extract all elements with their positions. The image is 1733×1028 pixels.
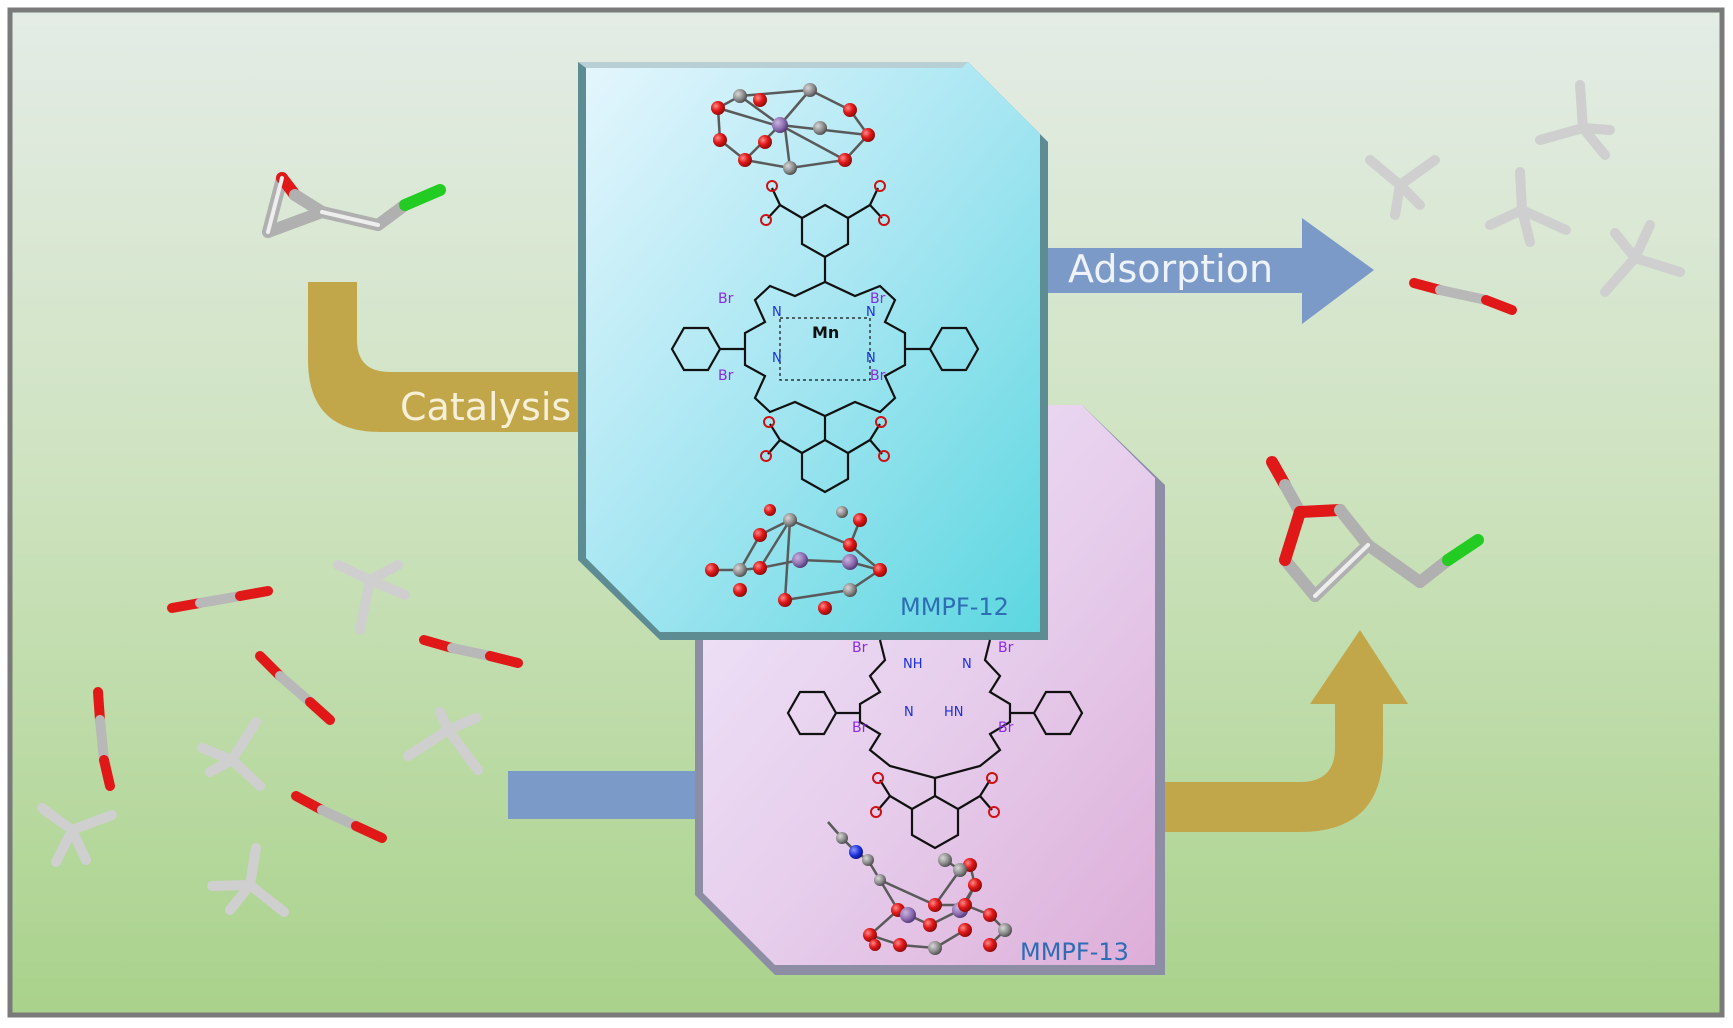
ch4-1 — [333, 560, 410, 635]
ch4-9 — [1600, 220, 1685, 297]
catalysis-arrow-top — [308, 282, 580, 432]
adsorption-label: Adsorption — [1068, 247, 1273, 291]
epichlorohydrin — [262, 172, 446, 238]
br-label-3: Br — [870, 291, 886, 307]
n-label-6: N — [962, 657, 972, 672]
mmpf12-cluster-bottom-atoms — [705, 504, 887, 615]
br-label-8: Br — [998, 720, 1014, 736]
n-label-1: N — [772, 305, 782, 320]
co2-molecules — [93, 278, 1517, 843]
cyclic-carbonate — [1266, 456, 1484, 602]
ch4-8 — [1485, 167, 1571, 247]
ch4-7 — [1535, 80, 1615, 160]
catalysis-arrow-bottom — [1160, 630, 1408, 832]
mmpf12-oxygens — [760, 180, 890, 462]
mmpf12-card — [578, 62, 1048, 640]
mmpf12-cluster-top-atoms — [711, 83, 875, 175]
ch4-2 — [197, 717, 265, 791]
n-label-2: N — [866, 305, 876, 320]
nh-label: NH — [903, 657, 923, 672]
catalysis-label: Catalysis — [400, 385, 571, 429]
ch4-5 — [207, 843, 289, 917]
mmpf13-label: MMPF-13 — [1020, 938, 1129, 966]
co2-5 — [291, 791, 387, 843]
hn-label: HN — [944, 705, 964, 720]
n-label-5: N — [904, 705, 914, 720]
br-label-2: Br — [718, 368, 734, 384]
co2-2 — [419, 635, 523, 668]
ch4-4 — [37, 803, 117, 867]
br-label-1: Br — [718, 291, 734, 307]
adsorption-arrow — [1045, 218, 1374, 324]
co2-4 — [93, 687, 115, 791]
mmpf13-oxygens — [870, 772, 1000, 818]
br-label-5: Br — [852, 640, 868, 656]
br-label-6: Br — [852, 720, 868, 736]
mmpf12-label: MMPF-12 — [900, 593, 1009, 621]
mmpf12-card-bevel-top — [578, 62, 968, 68]
co2-3 — [255, 651, 335, 725]
br-label-4: Br — [870, 368, 886, 384]
ch4-6 — [1365, 155, 1440, 220]
ch4-molecules — [37, 80, 1685, 917]
mn-label: Mn — [812, 323, 839, 342]
mmpf12-porphyrin — [670, 187, 980, 494]
mmpf13-cluster-atoms — [836, 832, 1012, 955]
mmpf12-card-face — [578, 62, 1040, 632]
co2-6 — [1409, 278, 1517, 315]
n-label-4: N — [866, 351, 876, 366]
br-label-7: Br — [998, 640, 1014, 656]
n-label-3: N — [772, 351, 782, 366]
feed-arrow-bar — [508, 771, 700, 819]
co2-1 — [167, 586, 273, 613]
ch4-3 — [403, 707, 483, 775]
